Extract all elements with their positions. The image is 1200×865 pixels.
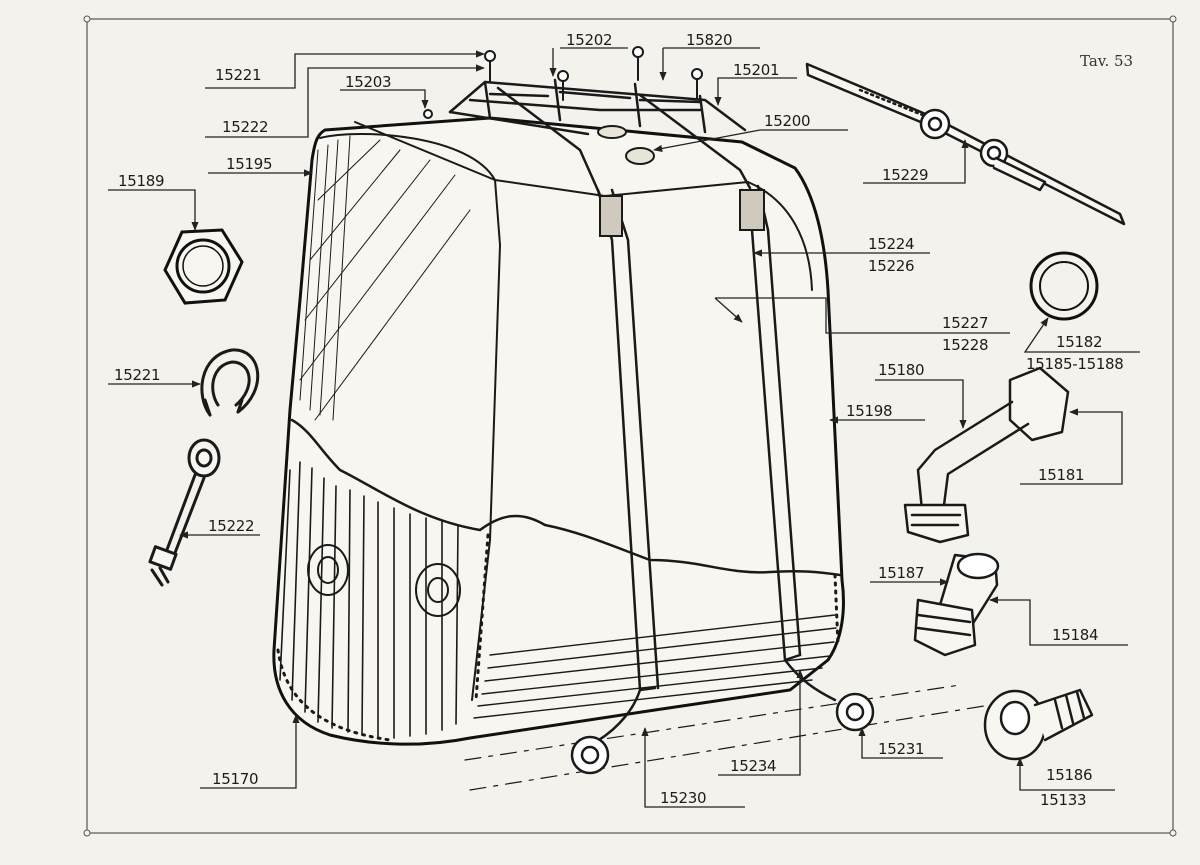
label-15189: 15189 [118,172,164,190]
nut-15189 [163,228,244,305]
label-15170: 15170 [212,770,258,788]
union-15184 [913,552,1000,657]
lower-shading [279,461,459,739]
label-15185-15188: 15185-15188 [1026,355,1124,373]
label-15222-top: 15222 [222,118,268,136]
eyebolt-15222 [148,438,221,587]
label-15181: 15181 [1038,466,1084,484]
part-labels: 15221 15203 15202 15820 15201 15222 1520… [114,31,1124,809]
label-15227: 15227 [942,314,988,332]
label-15195: 15195 [226,155,272,173]
strap-brackets [599,189,765,237]
upper-hatching [299,135,471,421]
label-15186: 15186 [1046,766,1092,784]
label-15228: 15228 [942,336,988,354]
label-15198: 15198 [846,402,892,420]
inspection-plates [307,544,461,617]
label-15226: 15226 [868,257,914,275]
banjo-15186 [983,688,1094,761]
label-15222-side: 15222 [208,517,254,535]
bottom-clamps [570,692,875,775]
eye-bolts [423,46,703,119]
label-15184: 15184 [1052,626,1098,644]
label-15200: 15200 [764,112,810,130]
label-15234: 15234 [730,757,776,775]
label-15221-top: 15221 [215,66,261,84]
label-15230: 15230 [660,789,706,807]
rivet-seams [276,533,840,742]
label-15182: 15182 [1056,333,1102,351]
label-15203: 15203 [345,73,391,91]
lifting-frame [448,78,752,197]
clip-15221 [200,348,260,417]
filler-cap [597,125,655,165]
label-15202: 15202 [566,31,612,49]
label-15229: 15229 [882,166,928,184]
label-15221-side: 15221 [114,366,160,384]
label-15201: 15201 [733,61,779,79]
label-15231: 15231 [878,740,924,758]
label-15820: 15820 [686,31,732,49]
elbow-union-15180 [903,366,1070,544]
label-15180: 15180 [878,361,924,379]
plate-frame [83,15,1177,837]
label-15224: 15224 [868,235,914,253]
washer-15182 [1029,251,1099,321]
tensioner-15229 [805,62,1126,226]
fuel-tank-drawing [272,46,991,791]
label-15187: 15187 [878,564,924,582]
plate-number: Tav. 53 [1080,52,1133,70]
ground-lines [464,684,991,791]
leader-lines [108,47,1140,808]
label-15133: 15133 [1040,791,1086,809]
